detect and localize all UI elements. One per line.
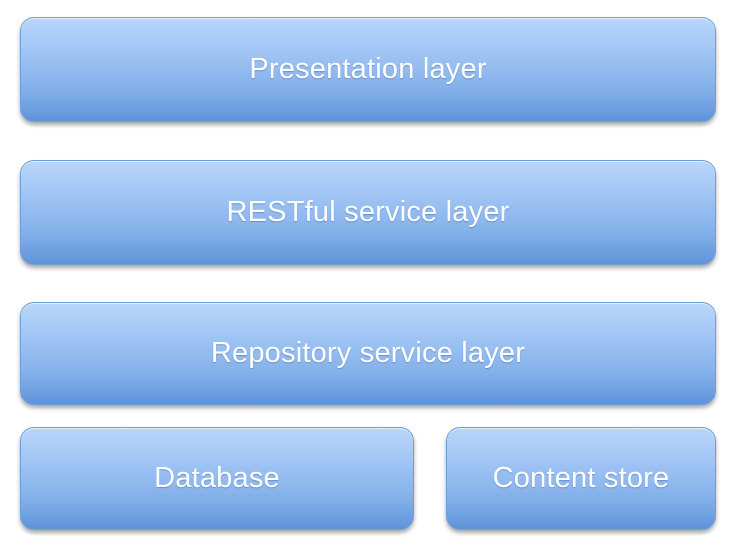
database-label: Database — [154, 462, 280, 494]
repository-service-layer-label: Repository service layer — [210, 337, 526, 369]
repository-service-layer-box: Repository service layer — [20, 302, 716, 405]
content-store-box: Content store — [446, 427, 716, 530]
presentation-layer-label: Presentation layer — [249, 53, 487, 85]
presentation-layer-box: Presentation layer — [20, 17, 716, 122]
restful-service-layer-label: RESTful service layer — [226, 196, 510, 228]
content-store-label: Content store — [492, 462, 670, 494]
database-box: Database — [20, 427, 414, 530]
restful-service-layer-box: RESTful service layer — [20, 160, 716, 265]
